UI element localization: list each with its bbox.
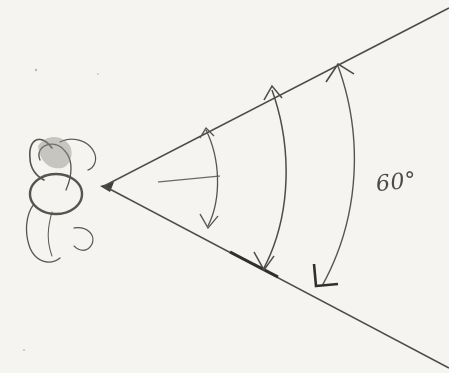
inner-arc-arrowhead-bottom	[200, 214, 218, 228]
middle-arc	[264, 90, 286, 268]
paper-speck	[35, 69, 37, 71]
center-line	[158, 176, 220, 182]
outer-arc	[322, 66, 354, 286]
eye-shading	[38, 137, 72, 168]
outer-arc-arrowhead-bottom	[314, 264, 338, 286]
eyeball	[30, 174, 82, 214]
inner-arc	[206, 130, 218, 226]
angle-label: 60°	[375, 168, 418, 197]
paper-speck	[97, 73, 99, 75]
lower-ray-emphasis	[230, 252, 278, 277]
upper-ray	[104, 8, 449, 186]
paper-speck	[23, 349, 25, 351]
